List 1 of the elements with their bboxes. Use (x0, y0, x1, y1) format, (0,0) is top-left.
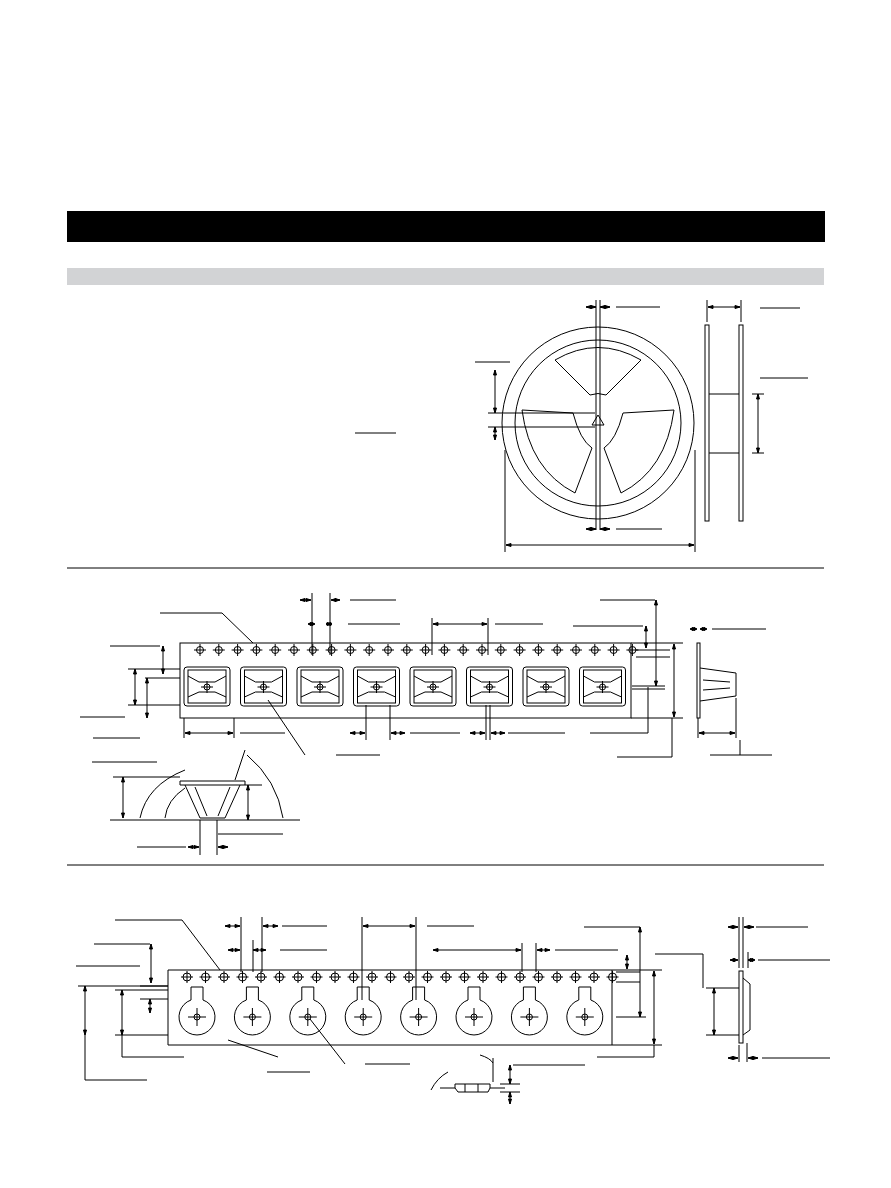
section-band (67, 268, 824, 285)
